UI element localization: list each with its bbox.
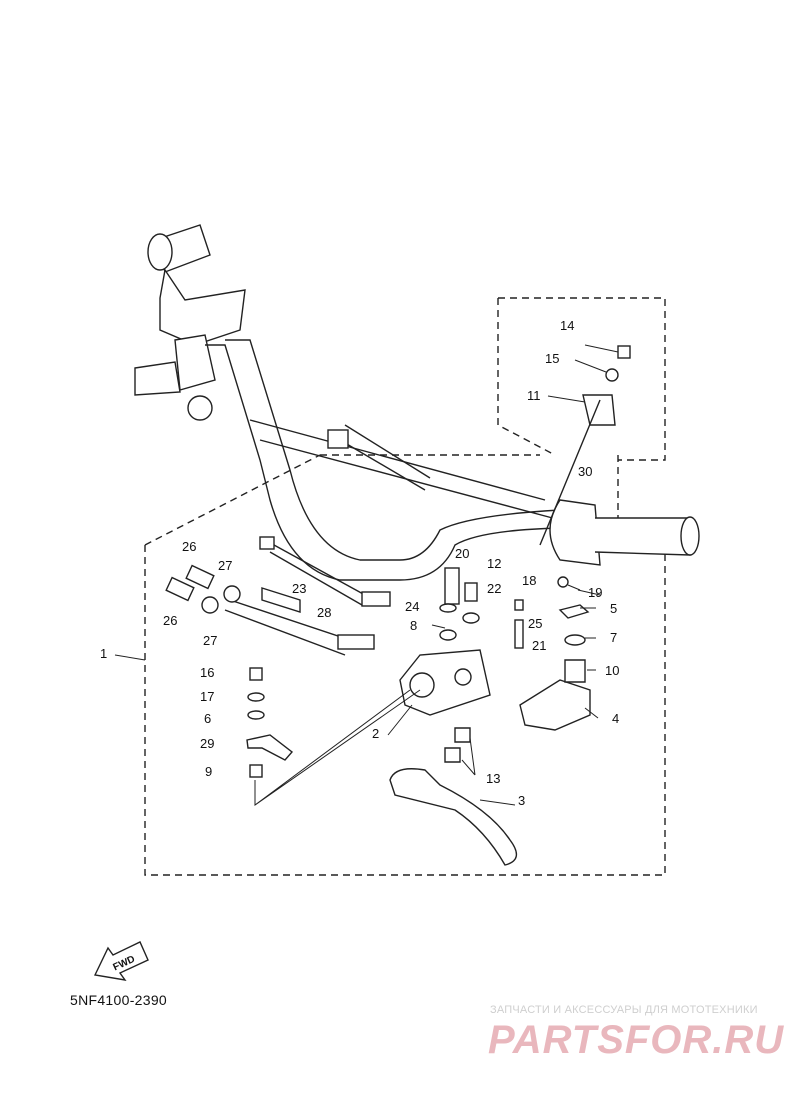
fasteners [165,564,480,778]
callout-9: 9 [205,764,212,779]
callout-26-top: 26 [182,539,196,554]
callout-6: 6 [204,711,211,726]
callout-19: 19 [588,585,602,600]
clutch-lever [389,768,518,866]
callout-11: 11 [527,388,541,403]
assembly-box-switch [497,297,666,461]
callout-1: 1 [100,646,107,661]
fwd-arrow-icon: FWD [93,941,149,981]
assembly-box-top-slant [144,454,540,546]
grip-housing [549,499,700,566]
callout-20: 20 [455,546,469,561]
handlebar [134,224,561,581]
callout-18: 18 [522,573,536,588]
callout-29: 29 [200,736,214,751]
callout-2: 2 [372,726,379,741]
callout-4: 4 [612,711,619,726]
callout-27-top: 27 [218,558,232,573]
callout-21: 21 [532,638,546,653]
callout-3: 3 [518,793,525,808]
callout-17: 17 [200,689,214,704]
switch-parts [539,345,631,546]
callout-28: 28 [317,605,331,620]
callout-13: 13 [486,771,500,786]
callout-16: 16 [200,665,214,680]
callout-12: 12 [487,556,501,571]
cables [224,424,431,656]
callout-5: 5 [610,601,617,616]
callout-14: 14 [560,318,574,333]
callout-7: 7 [610,630,617,645]
callout-8: 8 [410,618,417,633]
watermark-tagline: ЗАПЧАСТИ И АКСЕССУАРЫ ДЛЯ МОТОТЕХНИКИ [490,1004,758,1016]
diagram-code: 5NF4100-2390 [70,992,167,1008]
leader-lines [114,344,619,806]
callout-23: 23 [292,581,306,596]
callout-26-bottom: 26 [163,613,177,628]
lever-bracket [399,649,491,716]
callout-30: 30 [578,464,592,479]
callout-22: 22 [487,581,501,596]
switch-perch [514,576,591,731]
callout-27-bottom: 27 [203,633,217,648]
callout-labels: 1 2 3 4 5 6 7 8 9 10 11 12 13 14 15 16 1… [100,318,619,808]
callout-15: 15 [545,351,559,366]
callout-10: 10 [605,663,619,678]
callout-24: 24 [405,599,419,614]
callout-25: 25 [528,616,542,631]
watermark-logo: PARTSFOR.RU [488,1018,785,1062]
